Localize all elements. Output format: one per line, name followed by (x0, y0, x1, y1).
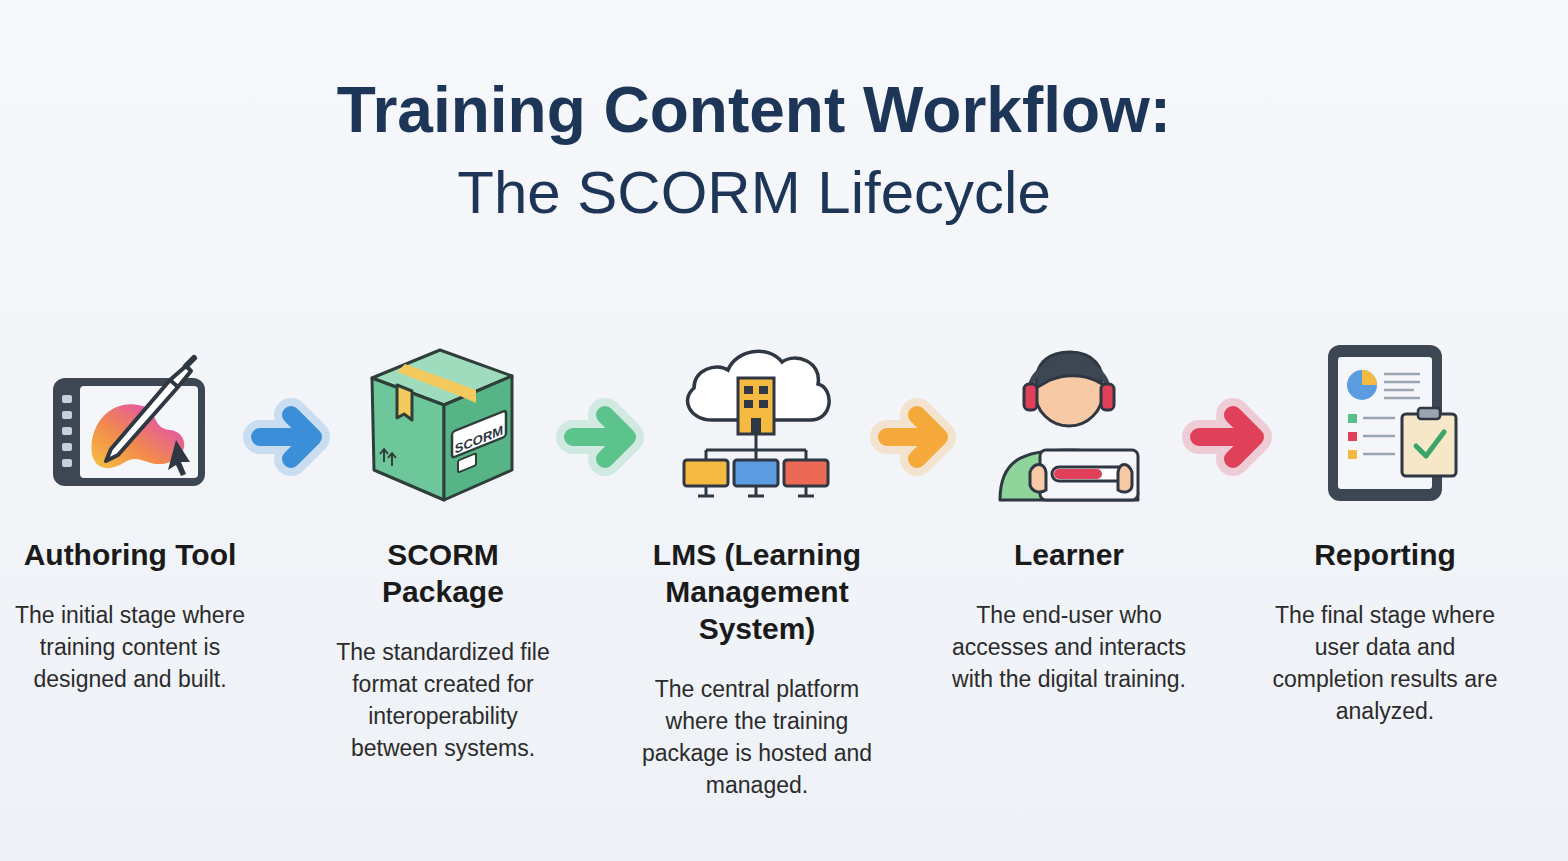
flow-arrow (260, 415, 313, 459)
stage-column: LearnerThe end-user who accesses and int… (951, 340, 1187, 695)
authoring-tablet-icon (53, 358, 205, 486)
diagram-subtitle: The SCORM Lifecycle (0, 158, 1508, 227)
stage-heading: Reporting (1314, 536, 1456, 573)
flow-arrow (573, 415, 627, 459)
icon-space (1064, 340, 1074, 536)
stage-heading: Learner (1014, 536, 1124, 573)
stage-heading: SCORM Package (325, 536, 561, 610)
icon-space (125, 340, 135, 536)
stage-description: The initial stage where training content… (12, 599, 248, 695)
reporting-tablet-icon (1328, 345, 1456, 501)
stage-column: Authoring ToolThe initial stage where tr… (12, 340, 248, 695)
arrow-stroke (573, 415, 627, 459)
flow-arrow (887, 415, 939, 459)
arrow-stroke (260, 415, 313, 459)
icon-space (438, 340, 448, 536)
arrow-stroke (1199, 415, 1255, 459)
scorm-package-icon (372, 350, 512, 500)
package-label: SCORM (455, 423, 503, 457)
stage-column: LMS (Learning Management System) The cent… (639, 340, 875, 801)
arrow-stroke (887, 415, 939, 459)
stage-heading: Authoring Tool (24, 536, 237, 573)
stage-description: The final stage where user data and comp… (1267, 599, 1503, 727)
arrow-stroke (260, 415, 313, 459)
lms-cloud-network-icon (684, 351, 829, 496)
stage-description: The central platform where the training … (639, 673, 875, 801)
stage-column: SCORM PackageThe standardized file forma… (325, 340, 561, 764)
icon-space (752, 340, 762, 536)
icon-space (1380, 340, 1390, 536)
diagram-title: Training Content Workflow: (0, 74, 1508, 148)
learner-icon (1000, 352, 1138, 500)
stage-description: The end-user who accesses and interacts … (951, 599, 1187, 695)
stage-description: The standardized file format created for… (325, 636, 561, 764)
arrow-stroke (887, 415, 939, 459)
arrow-stroke (1199, 415, 1255, 459)
flow-arrow (1199, 415, 1255, 459)
arrow-stroke (573, 415, 627, 459)
stage-heading: LMS (Learning Management System) (639, 536, 875, 647)
stage-column: ReportingThe final stage where user data… (1267, 340, 1503, 727)
